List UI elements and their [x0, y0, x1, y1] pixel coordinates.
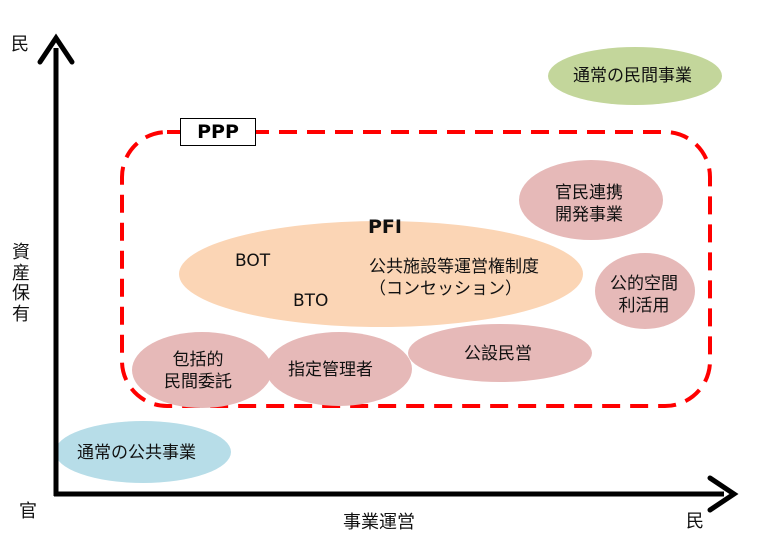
y-axis-arrowhead: [37, 33, 75, 65]
comprehensive-line1: 包括的: [172, 350, 224, 370]
public-private-dev-label: 官民連携 開発事業: [555, 182, 623, 226]
public-space-label: 公的空間 利活用: [610, 273, 678, 317]
public-business-label: 通常の公共事業: [77, 443, 196, 463]
designated-manager-label: 指定管理者: [288, 360, 373, 380]
ellipse-public-private-dev: [519, 160, 663, 240]
ellipse-public-build-private-op: [408, 324, 592, 382]
ppp-label: PPP: [197, 121, 239, 143]
bto-label: BTO: [293, 291, 329, 311]
ellipse-public-business: [55, 421, 231, 483]
x-axis-middle-label: 事業運営: [343, 512, 415, 533]
x-axis-arrowhead: [707, 475, 739, 513]
y-axis-top-label: 民: [11, 34, 29, 55]
concession-line2: （コンセッション）: [369, 279, 522, 300]
bot-label: BOT: [235, 251, 271, 271]
y-axis-middle-label: 資産保有: [11, 242, 35, 326]
private-business-label: 通常の民間事業: [573, 66, 692, 86]
ellipse-public-space: [595, 253, 695, 329]
x-axis-right-label: 民: [686, 511, 704, 532]
ellipse-designated-manager: [266, 332, 412, 406]
comprehensive-label: 包括的 民間委託: [164, 349, 232, 393]
ellipse-comprehensive: [132, 332, 272, 408]
ellipse-private-business: [548, 47, 722, 105]
origin-label: 官: [19, 501, 37, 522]
public-build-private-op-label: 公設民営: [464, 344, 532, 364]
ellipse-pfi: [179, 221, 583, 327]
concession-line1: 公共施設等運営権制度: [369, 257, 539, 277]
public-space-line2: 利活用: [618, 296, 670, 317]
public-space-line1: 公的空間: [610, 274, 678, 294]
ppp-region: [120, 130, 712, 408]
comprehensive-line2: 民間委託: [164, 372, 232, 393]
y-axis-middle-text: 資産保有: [12, 242, 30, 326]
pfi-title: PFI: [368, 216, 402, 238]
ppp-label-box: PPP: [180, 118, 256, 146]
public-private-dev-line2: 開発事業: [555, 205, 623, 226]
concession-label: 公共施設等運営権制度 （コンセッション）: [369, 256, 539, 300]
public-private-dev-line1: 官民連携: [555, 183, 623, 203]
